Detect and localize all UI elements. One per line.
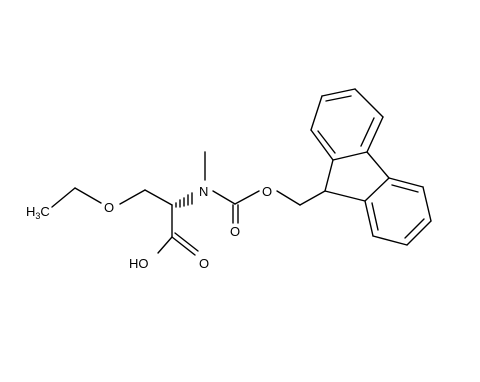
lower-ring-b4 [422,186,432,222]
five-ring-c8a-c9 [324,190,366,202]
acid-hydroxyl-label: HO [129,256,149,271]
bond-ch2-o [74,187,102,204]
ether-oxygen-label: O [104,200,114,215]
upper-ring-d3 [317,130,336,154]
upper-ring-b4 [310,95,323,131]
lower-ring-d1 [371,202,379,231]
lower-ring-b1 [364,200,374,237]
lower-ring-d2 [404,218,425,239]
acid-carbonyl-oxygen-label: O [199,256,209,271]
five-ring-c9b-c4b [366,151,390,179]
lower-ring-b3 [406,220,432,246]
hashed-wedge-bond [175,192,193,208]
bond-carbamate-c-o [234,190,260,205]
five-ring-c4b-c8a [364,177,390,202]
bond-o-ch2-fmoc [276,190,301,206]
lower-ring-b5 [388,177,424,188]
ch3-label: H3C [26,204,50,221]
carbamate-carbonyl-oxygen-label: O [230,224,240,239]
carboxyl-group [157,204,199,256]
bond-n-carbamate-c [212,190,236,205]
amine-nitrogen-label: N [199,184,208,199]
lower-ring-b2 [372,235,408,246]
upper-ring-b2 [354,88,384,118]
bond-c-o-double-2 [174,232,199,252]
bond-c-oh [157,236,173,254]
upper-ring-d2 [325,95,352,102]
bond-c-o-double-1 [171,236,196,256]
upper-ring-d1 [360,117,375,147]
bond-ch2-calpha [144,189,173,206]
bond-ch2-c9 [299,190,326,206]
upper-ring-b1 [366,116,384,153]
upper-ring-b3 [321,88,356,97]
carbamate-ester-oxygen-label: O [262,184,272,199]
bond-ch3-ch2 [51,187,76,208]
five-ring-c9a-c9b [332,151,368,161]
fluorene-ring [310,88,432,246]
five-ring-c9-c9a [324,159,334,192]
lower-ring-d3 [391,184,419,193]
ethoxy-group [51,187,173,208]
upper-ring-b5 [310,129,334,161]
bond-o-ch2 [119,189,146,205]
